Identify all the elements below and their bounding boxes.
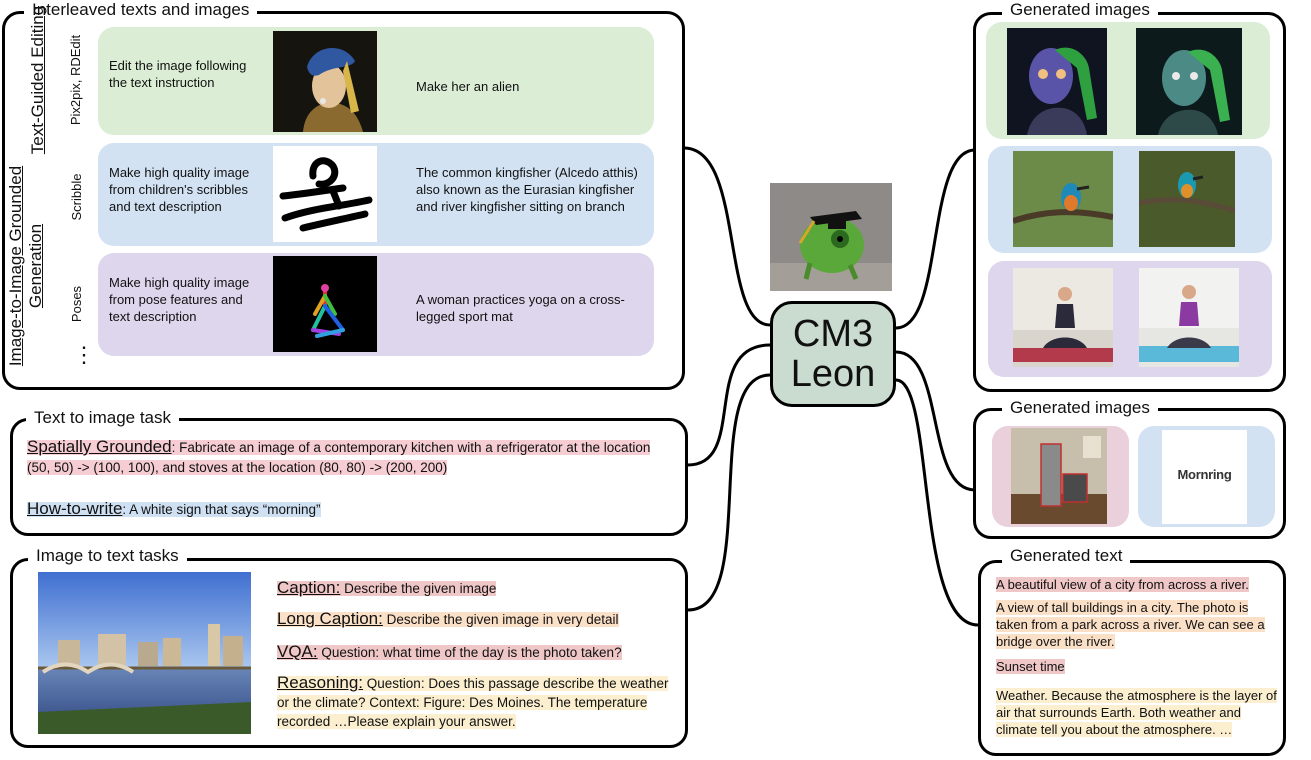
city-river-image [38, 572, 251, 734]
cm3-leon-node: CM3 Leon [770, 301, 896, 407]
editing-instruction: Edit the image following the text instru… [109, 58, 247, 90]
kingfisher-image-1 [1013, 151, 1113, 247]
generated-images-mid-title: Generated images [1002, 398, 1158, 418]
group-sublabel-poses: Poses [69, 285, 84, 323]
poses-prompt: A woman practices yoga on a cross-legged… [416, 292, 625, 324]
group-sublabel-editing: Pix2pix, RDEdit [68, 34, 83, 126]
morning-sign-text: Mornring [1177, 467, 1232, 482]
connector-gen-text [895, 378, 979, 627]
how-to-write-text: How-to-write: A white sign that says “mo… [27, 499, 321, 520]
yoga-image-2 [1139, 268, 1239, 367]
connector-interleaved [683, 146, 771, 327]
spatially-grounded-text: Spatially Grounded: Fabricate an image o… [27, 437, 667, 478]
long-caption-prompt: Describe the given image in very detail [386, 612, 619, 627]
cm3-label: CM3 [792, 313, 874, 355]
connector-gen-images-top [895, 148, 976, 330]
gen-text-long-caption-value: A view of tall buildings in a city. The … [996, 600, 1265, 649]
scribble-image [273, 146, 377, 242]
gen-text-vqa-value: Sunset time [996, 659, 1065, 674]
group-sublabel-scribble: Scribble [69, 173, 84, 221]
alien-image-2 [1136, 28, 1242, 135]
caption-label: Caption: [277, 578, 341, 597]
pose-image [273, 256, 377, 352]
interleaved-title: Interleaved texts and images [24, 0, 258, 20]
pearl-earring-image [273, 31, 377, 132]
connector-image-to-text [687, 373, 771, 612]
ellipsis-icon: ⋮ [73, 342, 95, 367]
reasoning-line: Reasoning: Question: Does this passage d… [277, 673, 677, 731]
leon-label: Leon [790, 353, 876, 395]
gen-text-reasoning: Weather. Because the atmosphere is the l… [996, 687, 1284, 738]
vqa-prompt: Question: what time of the day is the ph… [321, 645, 622, 660]
morning-sign-image: Mornring [1162, 430, 1247, 524]
spatially-grounded-prompt: : Fabricate an image of a contemporary k… [27, 440, 651, 475]
long-caption-label: Long Caption: [277, 609, 383, 628]
how-to-write-label: How-to-write [27, 499, 123, 518]
gen-text-reasoning-value: Weather. Because the atmosphere is the l… [996, 688, 1277, 737]
generated-images-top-title: Generated images [1002, 0, 1158, 20]
connector-gen-images-mid [895, 350, 976, 492]
long-caption-line: Long Caption: Describe the given image i… [277, 608, 619, 631]
alien-image-1 [1007, 28, 1107, 135]
group-label-grounded: Image-to-Image Grounded Generation [6, 165, 45, 367]
gen-text-long-caption: A view of tall buildings in a city. The … [996, 599, 1280, 650]
spatially-grounded-label: Spatially Grounded [27, 437, 172, 456]
vqa-label: VQA: [277, 642, 318, 661]
text-to-image-title: Text to image task [26, 408, 180, 428]
how-to-write-prompt: : A white sign that says “morning” [122, 502, 321, 517]
group-label-editing: Text-Guided Editing [28, 5, 47, 155]
vqa-line: VQA: Question: what time of the day is t… [277, 641, 622, 664]
kitchen-image [1011, 428, 1107, 524]
connector-text-to-image [687, 343, 771, 467]
gen-text-caption-value: A beautiful view of a city from across a… [996, 577, 1249, 592]
kingfisher-image-2 [1139, 151, 1235, 247]
gen-text-vqa: Sunset time [996, 658, 1280, 675]
reasoning-label: Reasoning: [277, 673, 364, 692]
editing-prompt: Make her an alien [416, 79, 520, 94]
scribble-instruction: Make high quality image from children's … [109, 165, 250, 214]
scribble-prompt: The common kingfisher (Alcedo atthis) al… [416, 165, 638, 214]
reasoning-prompt: Question: Does this passage describe the… [277, 676, 669, 729]
gen-text-caption: A beautiful view of a city from across a… [996, 576, 1280, 593]
generated-text-title: Generated text [1002, 546, 1131, 566]
chameleon-image [770, 183, 892, 291]
caption-prompt: Describe the given image [344, 581, 497, 596]
image-to-text-title: Image to text tasks [28, 546, 187, 566]
yoga-image-1 [1013, 268, 1113, 367]
caption-line: Caption: Describe the given image [277, 577, 497, 600]
poses-instruction: Make high quality image from pose featur… [109, 275, 250, 324]
